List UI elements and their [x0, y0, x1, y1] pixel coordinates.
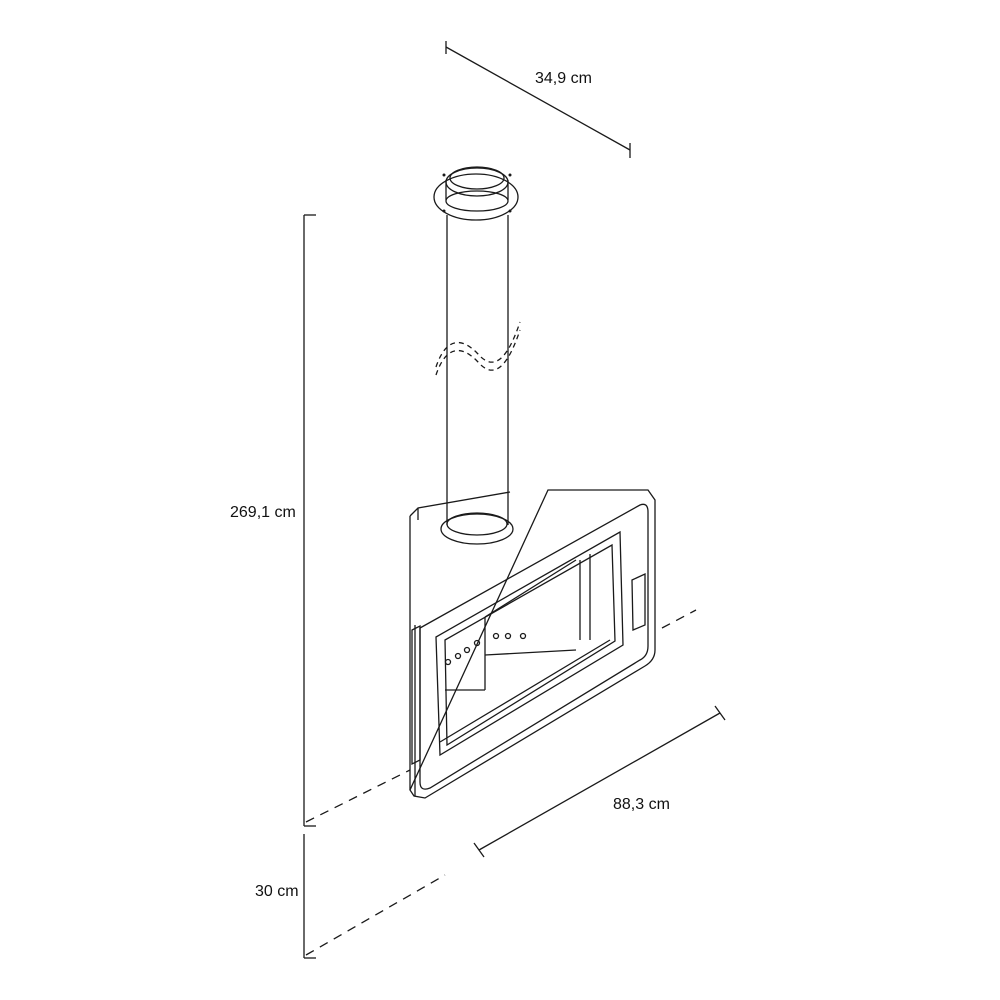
pipe-break-marker	[435, 321, 521, 376]
height-label: 269,1 cm	[230, 504, 296, 521]
air-holes	[444, 632, 527, 666]
width-label: 88,3 cm	[613, 796, 670, 813]
extension-lines	[305, 609, 697, 956]
stove-body	[409, 489, 656, 799]
height-dimension-line	[303, 214, 316, 959]
depth-label: 34,9 cm	[535, 70, 592, 87]
depth-dimension-line	[445, 41, 631, 158]
flue-pipe	[433, 166, 521, 545]
width-dimension-line	[473, 705, 726, 858]
door-handle	[631, 572, 646, 631]
clearance-label: 30 cm	[255, 883, 299, 900]
